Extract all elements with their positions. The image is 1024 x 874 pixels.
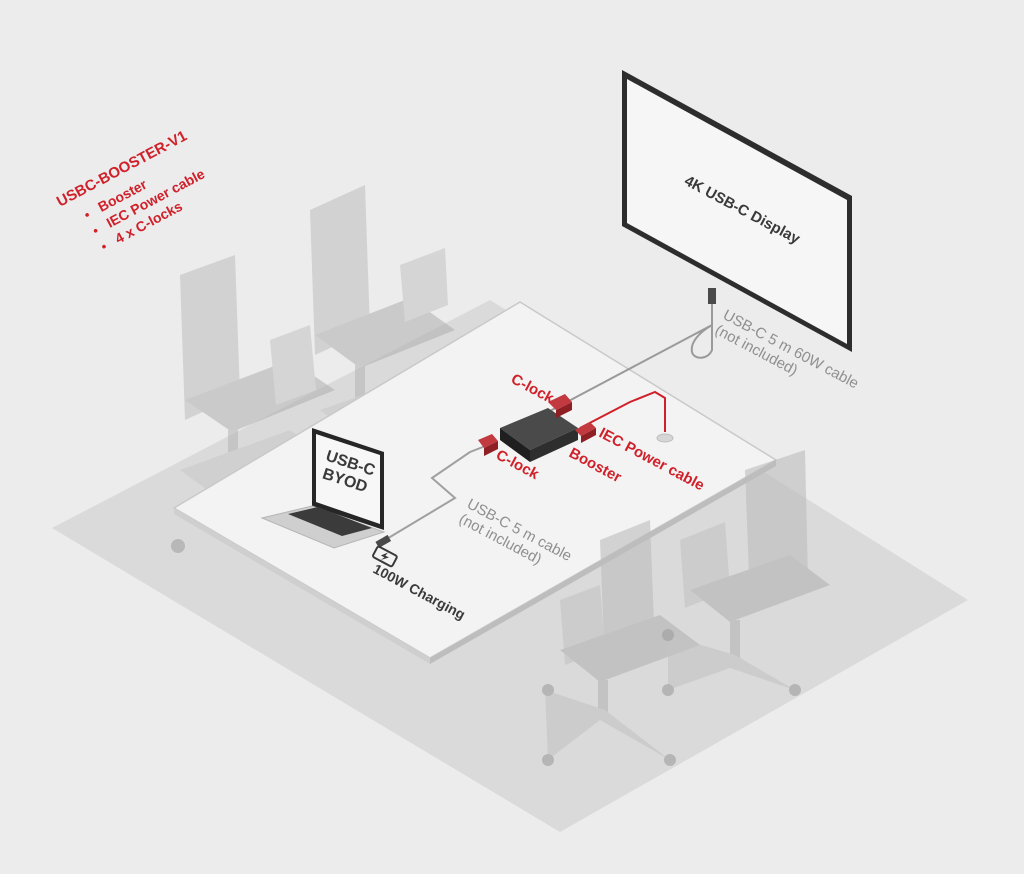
display-cable xyxy=(547,302,713,413)
iec-power-cable xyxy=(579,390,666,432)
laptop: USB-C BYOD xyxy=(260,428,386,549)
display-screen xyxy=(627,79,847,344)
chair-front-right xyxy=(662,450,830,696)
table-edge xyxy=(174,508,430,664)
display-cable-plug xyxy=(708,288,716,304)
laptop-cable-plug xyxy=(375,534,392,548)
product-info: USBC-BOOSTER-V1 • Booster • IEC Power ca… xyxy=(54,127,208,255)
content-bullet-2: • xyxy=(90,223,101,239)
c-lock-right xyxy=(575,422,596,443)
floor-outlet xyxy=(656,433,674,443)
laptop-screen xyxy=(316,434,380,524)
c-lock-left xyxy=(478,434,498,456)
charging-icon xyxy=(372,545,398,568)
laptop-cable xyxy=(384,444,489,541)
content-bullet-3: • xyxy=(98,239,109,255)
content-bullet-1: • xyxy=(82,207,93,223)
display: 4K USB-C Display xyxy=(622,70,852,352)
booster-device xyxy=(500,408,578,462)
c-lock-top xyxy=(548,394,572,418)
laptop-keyboard xyxy=(288,507,372,536)
